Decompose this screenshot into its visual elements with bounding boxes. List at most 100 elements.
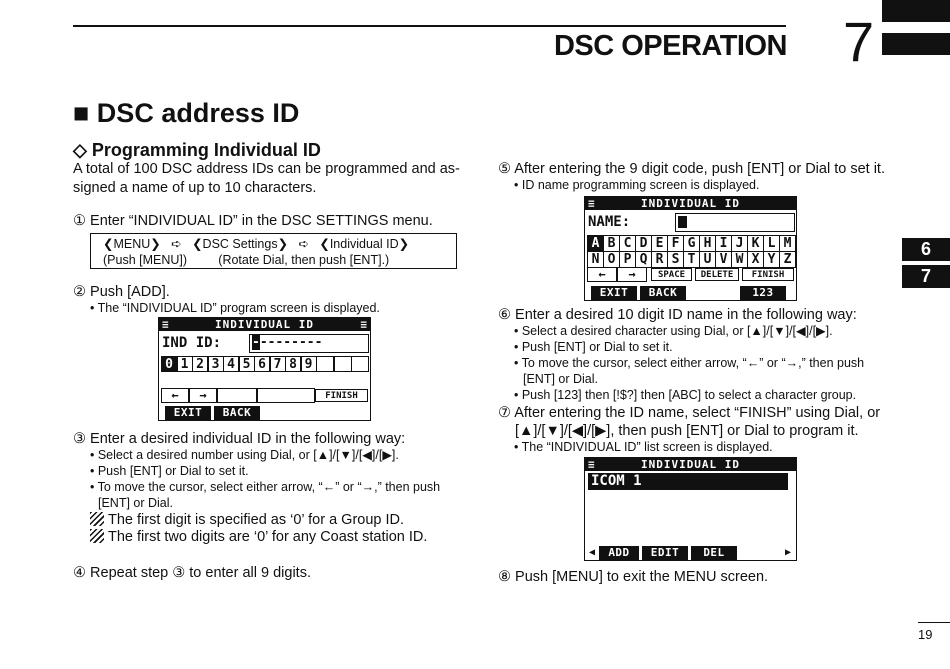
digit-key[interactable]: 6 [254, 356, 270, 372]
chapter-number: 7 [843, 10, 875, 73]
character-key[interactable]: F [667, 235, 684, 252]
step-7-bullet: • The “INDIVIDUAL ID” list screen is dis… [514, 440, 773, 454]
note-2: The first two digits are ‘0’ for any Coa… [90, 528, 427, 547]
character-key[interactable]: U [699, 251, 716, 268]
digit-key[interactable]: 1 [176, 356, 193, 372]
cursor-left-arrow[interactable]: ← [587, 267, 617, 282]
step-8: ⑧ Push [MENU] to exit the MENU screen. [498, 569, 769, 585]
character-key[interactable]: D [635, 235, 652, 252]
character-key[interactable]: R [651, 251, 668, 268]
character-key[interactable]: V [715, 251, 732, 268]
digit-key[interactable]: 8 [285, 356, 301, 372]
lcd2-label: NAME: [588, 214, 631, 230]
character-key[interactable]: Q [635, 251, 652, 268]
character-key[interactable]: Y [763, 251, 780, 268]
back-softkey[interactable]: BACK [640, 286, 686, 300]
intro-line-2: signed a name of up to 10 characters. [73, 180, 317, 196]
character-key[interactable]: S [667, 251, 684, 268]
menu-path-box: ❮MENU❯ ➪ ❮DSC Settings❯ ➪ ❮Individual ID… [90, 233, 457, 269]
123-softkey[interactable]: 123 [740, 286, 786, 300]
name-input-field[interactable] [675, 213, 795, 232]
menu-icon: ≡ [360, 318, 367, 331]
cursor [678, 216, 687, 228]
list-item[interactable]: ICOM 1 [588, 473, 788, 490]
lcd3-title: INDIVIDUAL ID [585, 458, 796, 471]
note-icon [90, 529, 104, 543]
character-key[interactable]: A [587, 235, 604, 252]
character-key[interactable]: N [587, 251, 604, 268]
header-rule [73, 25, 786, 27]
character-key[interactable]: L [763, 235, 780, 252]
edit-softkey[interactable]: EDIT [642, 546, 688, 560]
exit-softkey[interactable]: EXIT [165, 406, 211, 420]
scroll-right-icon: ▶ [785, 547, 792, 558]
empty-cell [316, 356, 334, 372]
character-key[interactable]: I [715, 235, 732, 252]
note-icon [90, 512, 104, 526]
character-key[interactable]: O [603, 251, 620, 268]
finish-button[interactable]: FINISH [742, 268, 794, 281]
character-key[interactable]: J [731, 235, 748, 252]
cursor-left-arrow[interactable]: ← [161, 388, 189, 403]
step-6-bullet-2: • Push [ENT] or Dial to set it. [514, 340, 673, 354]
character-key[interactable]: X [747, 251, 764, 268]
add-softkey[interactable]: ADD [599, 546, 639, 560]
character-key[interactable]: E [651, 235, 668, 252]
menu-icon: ≡ [588, 458, 595, 471]
character-key[interactable]: Z [779, 251, 796, 268]
digit-key[interactable]: 0 [161, 356, 177, 372]
finish-button[interactable]: FINISH [315, 389, 368, 402]
menu-path-line-2: (Push [MENU]) (Rotate Dial, then push [E… [103, 253, 390, 267]
step-3-bullet-2: • Push [ENT] or Dial to set it. [90, 464, 249, 478]
digit-key[interactable]: 2 [192, 356, 208, 372]
lcd1-title: INDIVIDUAL ID [159, 318, 370, 331]
digit-key[interactable]: 9 [300, 356, 317, 372]
character-key[interactable]: T [683, 251, 700, 268]
del-softkey[interactable]: DEL [691, 546, 737, 560]
step-2-bullet: • The “INDIVIDUAL ID” program screen is … [90, 301, 380, 315]
step-3-bullet-1: • Select a desired number using Dial, or… [90, 448, 399, 462]
back-softkey[interactable]: BACK [214, 406, 260, 420]
digit-key[interactable]: 4 [223, 356, 239, 372]
menu-icon: ≡ [162, 318, 169, 331]
cursor-right-arrow[interactable]: → [189, 388, 217, 403]
side-tab-6[interactable]: 6 [902, 238, 950, 261]
id-input-field[interactable]: --------- [249, 334, 369, 353]
lcd2-title: INDIVIDUAL ID [585, 197, 796, 210]
page-number-rule [918, 622, 950, 623]
step-4: ④ Repeat step ③ to enter all 9 digits. [73, 565, 311, 581]
character-key[interactable]: C [619, 235, 636, 252]
space-button[interactable]: SPACE [651, 268, 692, 281]
digit-key[interactable]: 5 [238, 356, 255, 372]
cursor-right-arrow[interactable]: → [617, 267, 647, 282]
character-key[interactable]: B [603, 235, 620, 252]
intro-line-1: A total of 100 DSC address IDs can be pr… [73, 161, 460, 177]
digit-key[interactable]: 3 [207, 356, 224, 372]
step-3-bullet-3-cont: [ENT] or Dial. [98, 496, 174, 510]
empty-cell [257, 388, 315, 403]
character-key[interactable]: G [683, 235, 700, 252]
digit-key[interactable]: 7 [269, 356, 286, 372]
chapter-tab-bar-top [882, 0, 950, 22]
empty-cell [333, 356, 352, 372]
character-key[interactable]: K [747, 235, 764, 252]
step-6-bullet-3: • To move the cursor, select either arro… [514, 356, 865, 370]
chapter-tab-bar-bottom [882, 33, 950, 55]
side-tab-7[interactable]: 7 [902, 265, 950, 288]
menu-path-line-1: ❮MENU❯ ➪ ❮DSC Settings❯ ➪ ❮Individual ID… [103, 237, 410, 251]
character-key[interactable]: H [699, 235, 716, 252]
exit-softkey[interactable]: EXIT [591, 286, 637, 300]
delete-button[interactable]: DELETE [695, 268, 739, 281]
scroll-left-icon: ◀ [589, 547, 596, 558]
step-2: ② Push [ADD]. [73, 284, 170, 300]
section-title: ■ DSC address ID [73, 98, 300, 128]
step-7-line-2: [▲]/[▼]/[◀]/[▶], then push [ENT] or Dial… [515, 423, 859, 439]
character-key[interactable]: P [619, 251, 636, 268]
step-6: ⑥ Enter a desired 10 digit ID name in th… [498, 307, 857, 323]
step-1: ① Enter “INDIVIDUAL ID” in the DSC SETTI… [73, 213, 433, 229]
character-key[interactable]: M [779, 235, 796, 252]
character-key[interactable]: W [731, 251, 748, 268]
menu-icon: ≡ [588, 197, 595, 210]
